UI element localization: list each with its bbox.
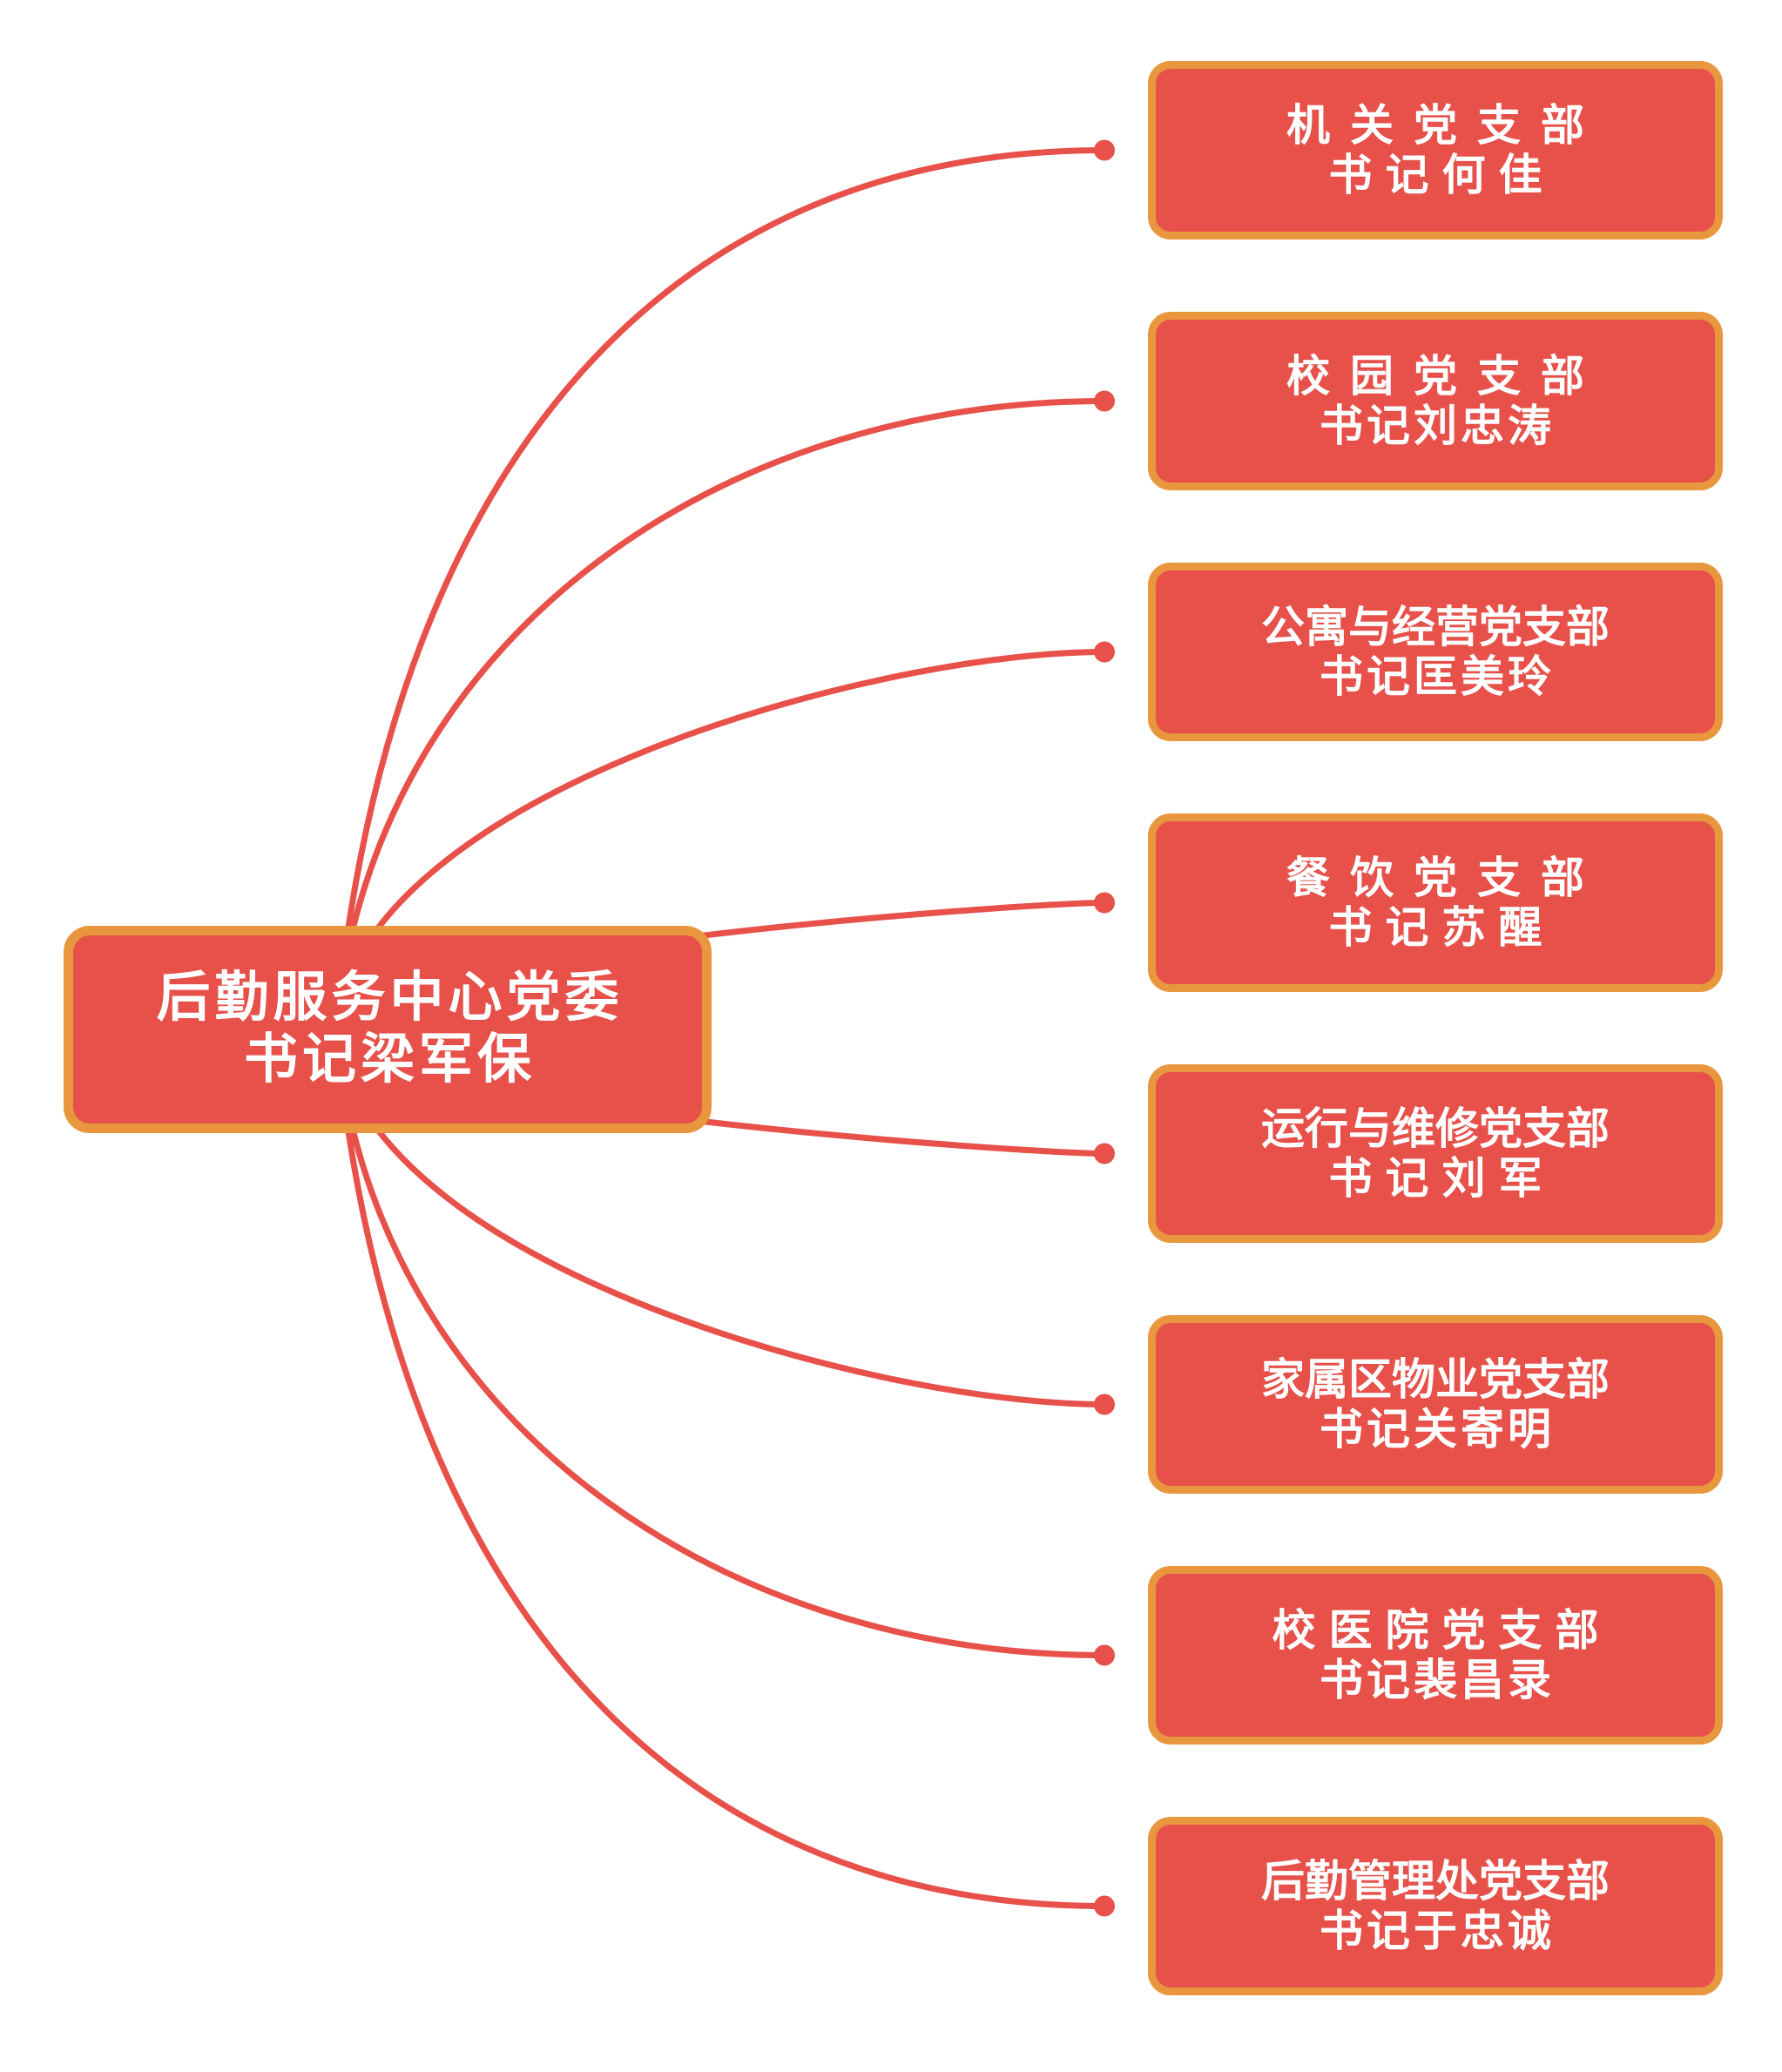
branch-node-2-xiaoyuan-party-branch[interactable]: 校园党支部 书记刘忠涛 — [1148, 312, 1723, 490]
branch-node-1-jiguan-party-branch[interactable]: 机关党支部 书记何佳 — [1148, 61, 1723, 240]
branch-node-5-secretary-line: 书记刘军 — [1328, 1153, 1556, 1203]
connector-endpoint-dot-4 — [1094, 892, 1115, 914]
branch-node-8-secretary-line: 书记于忠诚 — [1320, 1906, 1555, 1955]
root-node-logistics-service-center-party-committee[interactable]: 后勤服务中心党委 书记梁军保 — [64, 926, 712, 1133]
connector-curve-1 — [332, 147, 1105, 1030]
connector-endpoint-dot-5 — [1094, 1143, 1115, 1164]
branch-node-4-org-line: 餐饮党支部 — [1286, 853, 1604, 902]
branch-node-4-catering-party-branch[interactable]: 餐饮党支部 书记苏醒 — [1148, 813, 1723, 992]
branch-node-3-org-line: 公寓与经营党支部 — [1261, 602, 1610, 651]
branch-node-7-secretary-line: 书记裴昌录 — [1320, 1655, 1555, 1704]
branch-node-5-operation-maintenance-party-branch[interactable]: 运行与维修党支部 书记刘军 — [1148, 1064, 1723, 1243]
connector-endpoint-dot-7 — [1094, 1644, 1115, 1666]
root-node-org-line: 后勤服务中心党委 — [156, 968, 624, 1029]
branch-node-3-apartment-operations-party-branch[interactable]: 公寓与经营党支部 书记匡美玲 — [1148, 563, 1723, 741]
branch-node-4-secretary-line: 书记苏醒 — [1328, 902, 1556, 952]
branch-node-6-org-line: 家属区物业党支部 — [1261, 1354, 1610, 1404]
connector-endpoint-dot-8 — [1094, 1895, 1115, 1917]
connector-curve-8 — [332, 1029, 1105, 1909]
connector-endpoint-dot-2 — [1094, 390, 1115, 412]
branch-node-1-secretary-line: 书记何佳 — [1328, 150, 1556, 199]
connector-endpoint-dot-1 — [1094, 139, 1115, 161]
branch-node-7-campus-hospital-party-branch[interactable]: 校医院党支部 书记裴昌录 — [1148, 1566, 1723, 1745]
branch-node-2-secretary-line: 书记刘忠涛 — [1320, 401, 1555, 450]
branch-node-5-org-line: 运行与维修党支部 — [1261, 1103, 1610, 1153]
branch-node-6-secretary-line: 书记关寄明 — [1320, 1404, 1555, 1454]
branch-node-8-logistics-management-office-party-branch[interactable]: 后勤管理处党支部 书记于忠诚 — [1148, 1817, 1723, 1995]
branch-node-6-residential-property-party-branch[interactable]: 家属区物业党支部 书记关寄明 — [1148, 1315, 1723, 1494]
branch-node-7-org-line: 校医院党支部 — [1272, 1605, 1612, 1655]
branch-node-2-org-line: 校园党支部 — [1286, 351, 1604, 401]
connector-endpoint-dot-3 — [1094, 641, 1115, 663]
branch-node-3-secretary-line: 书记匡美玲 — [1320, 651, 1555, 701]
branch-node-8-org-line: 后勤管理处党支部 — [1261, 1856, 1610, 1906]
connector-endpoint-dot-6 — [1094, 1394, 1115, 1415]
branch-node-1-org-line: 机关党支部 — [1286, 100, 1604, 150]
root-node-secretary-line: 书记梁军保 — [243, 1029, 536, 1090]
